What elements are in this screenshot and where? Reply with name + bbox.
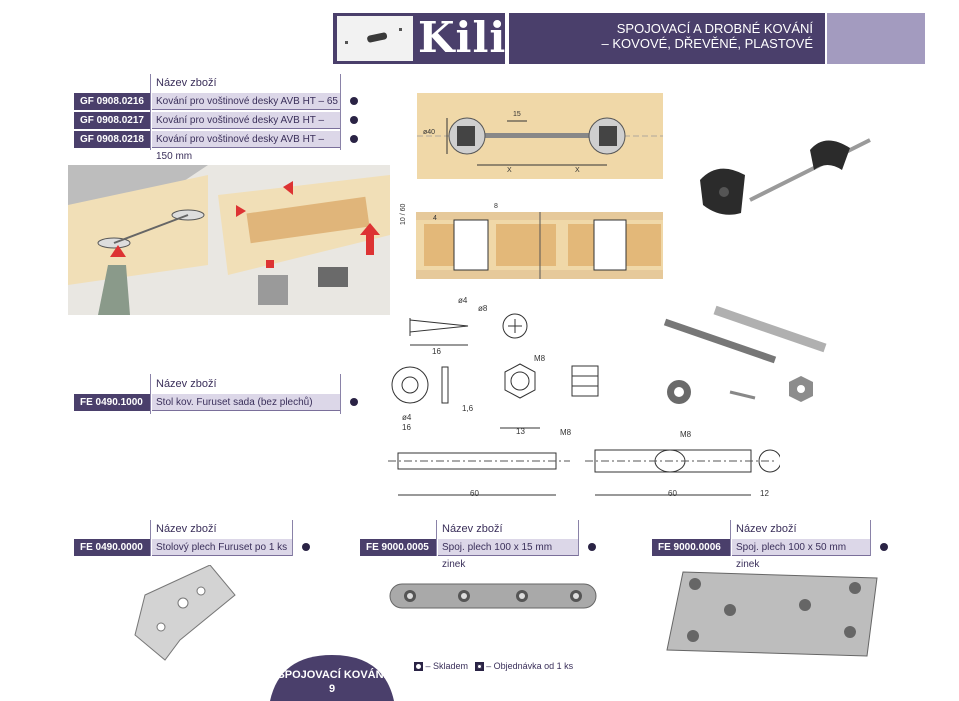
dim-label: 13: [516, 427, 525, 436]
logo-product-photo: [337, 16, 413, 61]
dim-label: ø4: [458, 296, 468, 305]
order-legend-icon: [474, 662, 484, 672]
installation-photo: [68, 165, 390, 315]
dim-label: 10 / 60: [400, 203, 407, 225]
legend-order: – Objednávka od 1 ks: [486, 661, 574, 671]
product-name: Kování pro voštinové desky AVB HT – 150 …: [152, 131, 340, 162]
divider: [150, 520, 151, 556]
divider: [292, 520, 293, 556]
divider: [730, 520, 731, 556]
divider: [436, 520, 437, 556]
dim-label: 12: [760, 489, 769, 498]
dim-label: X: [575, 167, 580, 174]
stock-legend-icon: [414, 662, 423, 672]
dim-label: M8: [680, 430, 692, 439]
page-title: SPOJOVACÍ A DROBNÉ KOVÁNÍ – KOVOVÉ, DŘEV…: [509, 13, 825, 64]
product-name: Kování pro voštinové desky AVB HT – 65 m…: [152, 93, 340, 124]
column-header: Název zboží: [156, 523, 217, 535]
divider: [870, 520, 871, 556]
product-name: Kování pro voštinové desky AVB HT – 100 …: [152, 112, 340, 143]
dim-label: 4: [433, 215, 437, 222]
product-name: Spoj. plech 100 x 50 mm zinek: [732, 539, 870, 570]
product-code: GF 0908.0217: [74, 112, 150, 129]
dim-label: 8: [494, 203, 498, 210]
footer-title: SPOJOVACÍ KOVÁNÍ: [277, 669, 387, 681]
brand-logo: Kili: [418, 13, 507, 62]
legend: – Skladem – Objednávka od 1 ks: [414, 661, 574, 672]
title-line-2: – KOVOVÉ, DŘEVĚNÉ, PLASTOVÉ: [601, 36, 813, 51]
stock-indicator: [298, 539, 314, 556]
flat-plate-photo: [665, 570, 885, 658]
fastener-technical-drawings: 16 ø4 ø8 ø4 16 1,6 M8 13 60 M8 60 12 M8: [380, 290, 782, 505]
stock-indicator: [876, 539, 892, 556]
product-code: FE 9000.0005: [360, 539, 436, 556]
stock-indicator: [346, 131, 362, 148]
dim-label: 16: [402, 423, 411, 432]
dim-label: 60: [668, 489, 677, 498]
product-code: FE 9000.0006: [652, 539, 730, 556]
product-name: Stol kov. Furuset sada (bez plechů): [152, 394, 340, 411]
column-header: Název zboží: [736, 523, 797, 535]
divider: [578, 520, 579, 556]
divider: [150, 74, 151, 150]
column-header: Název zboží: [156, 378, 217, 390]
connector-photo: [680, 120, 880, 240]
strip-plate-photo: [388, 580, 598, 612]
column-header: Název zboží: [156, 77, 217, 89]
product-code: GF 0908.0218: [74, 131, 150, 148]
stock-indicator: [346, 93, 362, 110]
dim-label: 1,6: [462, 404, 474, 413]
dim-label: X: [507, 167, 512, 174]
dim-label: ø8: [478, 304, 488, 313]
dim-label: 60: [470, 489, 479, 498]
divider: [340, 74, 341, 150]
dim-label: ø40: [423, 129, 436, 136]
dim-label: M8: [534, 354, 546, 363]
divider: [150, 374, 151, 414]
product-code: FE 0490.0000: [74, 539, 150, 556]
dim-label: 15: [513, 111, 521, 118]
title-line-1: SPOJOVACÍ A DROBNÉ KOVÁNÍ: [616, 21, 813, 36]
product-name: Spoj. plech 100 x 15 mm zinek: [438, 539, 578, 570]
product-code: FE 0490.1000: [74, 394, 150, 411]
connector-top-view-diagram: ø40 X X 15: [417, 93, 663, 179]
dim-label: ø4: [402, 413, 412, 422]
divider: [340, 374, 341, 414]
stock-indicator: [346, 112, 362, 129]
stock-indicator: [584, 539, 600, 556]
title-accent-box: [827, 13, 925, 64]
cross-section-diagram: [416, 212, 663, 279]
product-code: GF 0908.0216: [74, 93, 150, 110]
legend-stock: – Skladem: [425, 661, 469, 671]
product-name: Stolový plech Furuset po 1 ks: [152, 539, 292, 556]
column-header: Název zboží: [442, 523, 503, 535]
footer-tab: SPOJOVACÍ KOVÁNÍ 9: [270, 655, 394, 701]
dim-label: M8: [560, 428, 572, 437]
dim-label: 16: [432, 347, 441, 356]
table-plate-photo: [125, 564, 240, 665]
page-number: 9: [328, 683, 336, 695]
stock-indicator: [346, 394, 362, 411]
fastener-set-photo: [655, 300, 835, 410]
